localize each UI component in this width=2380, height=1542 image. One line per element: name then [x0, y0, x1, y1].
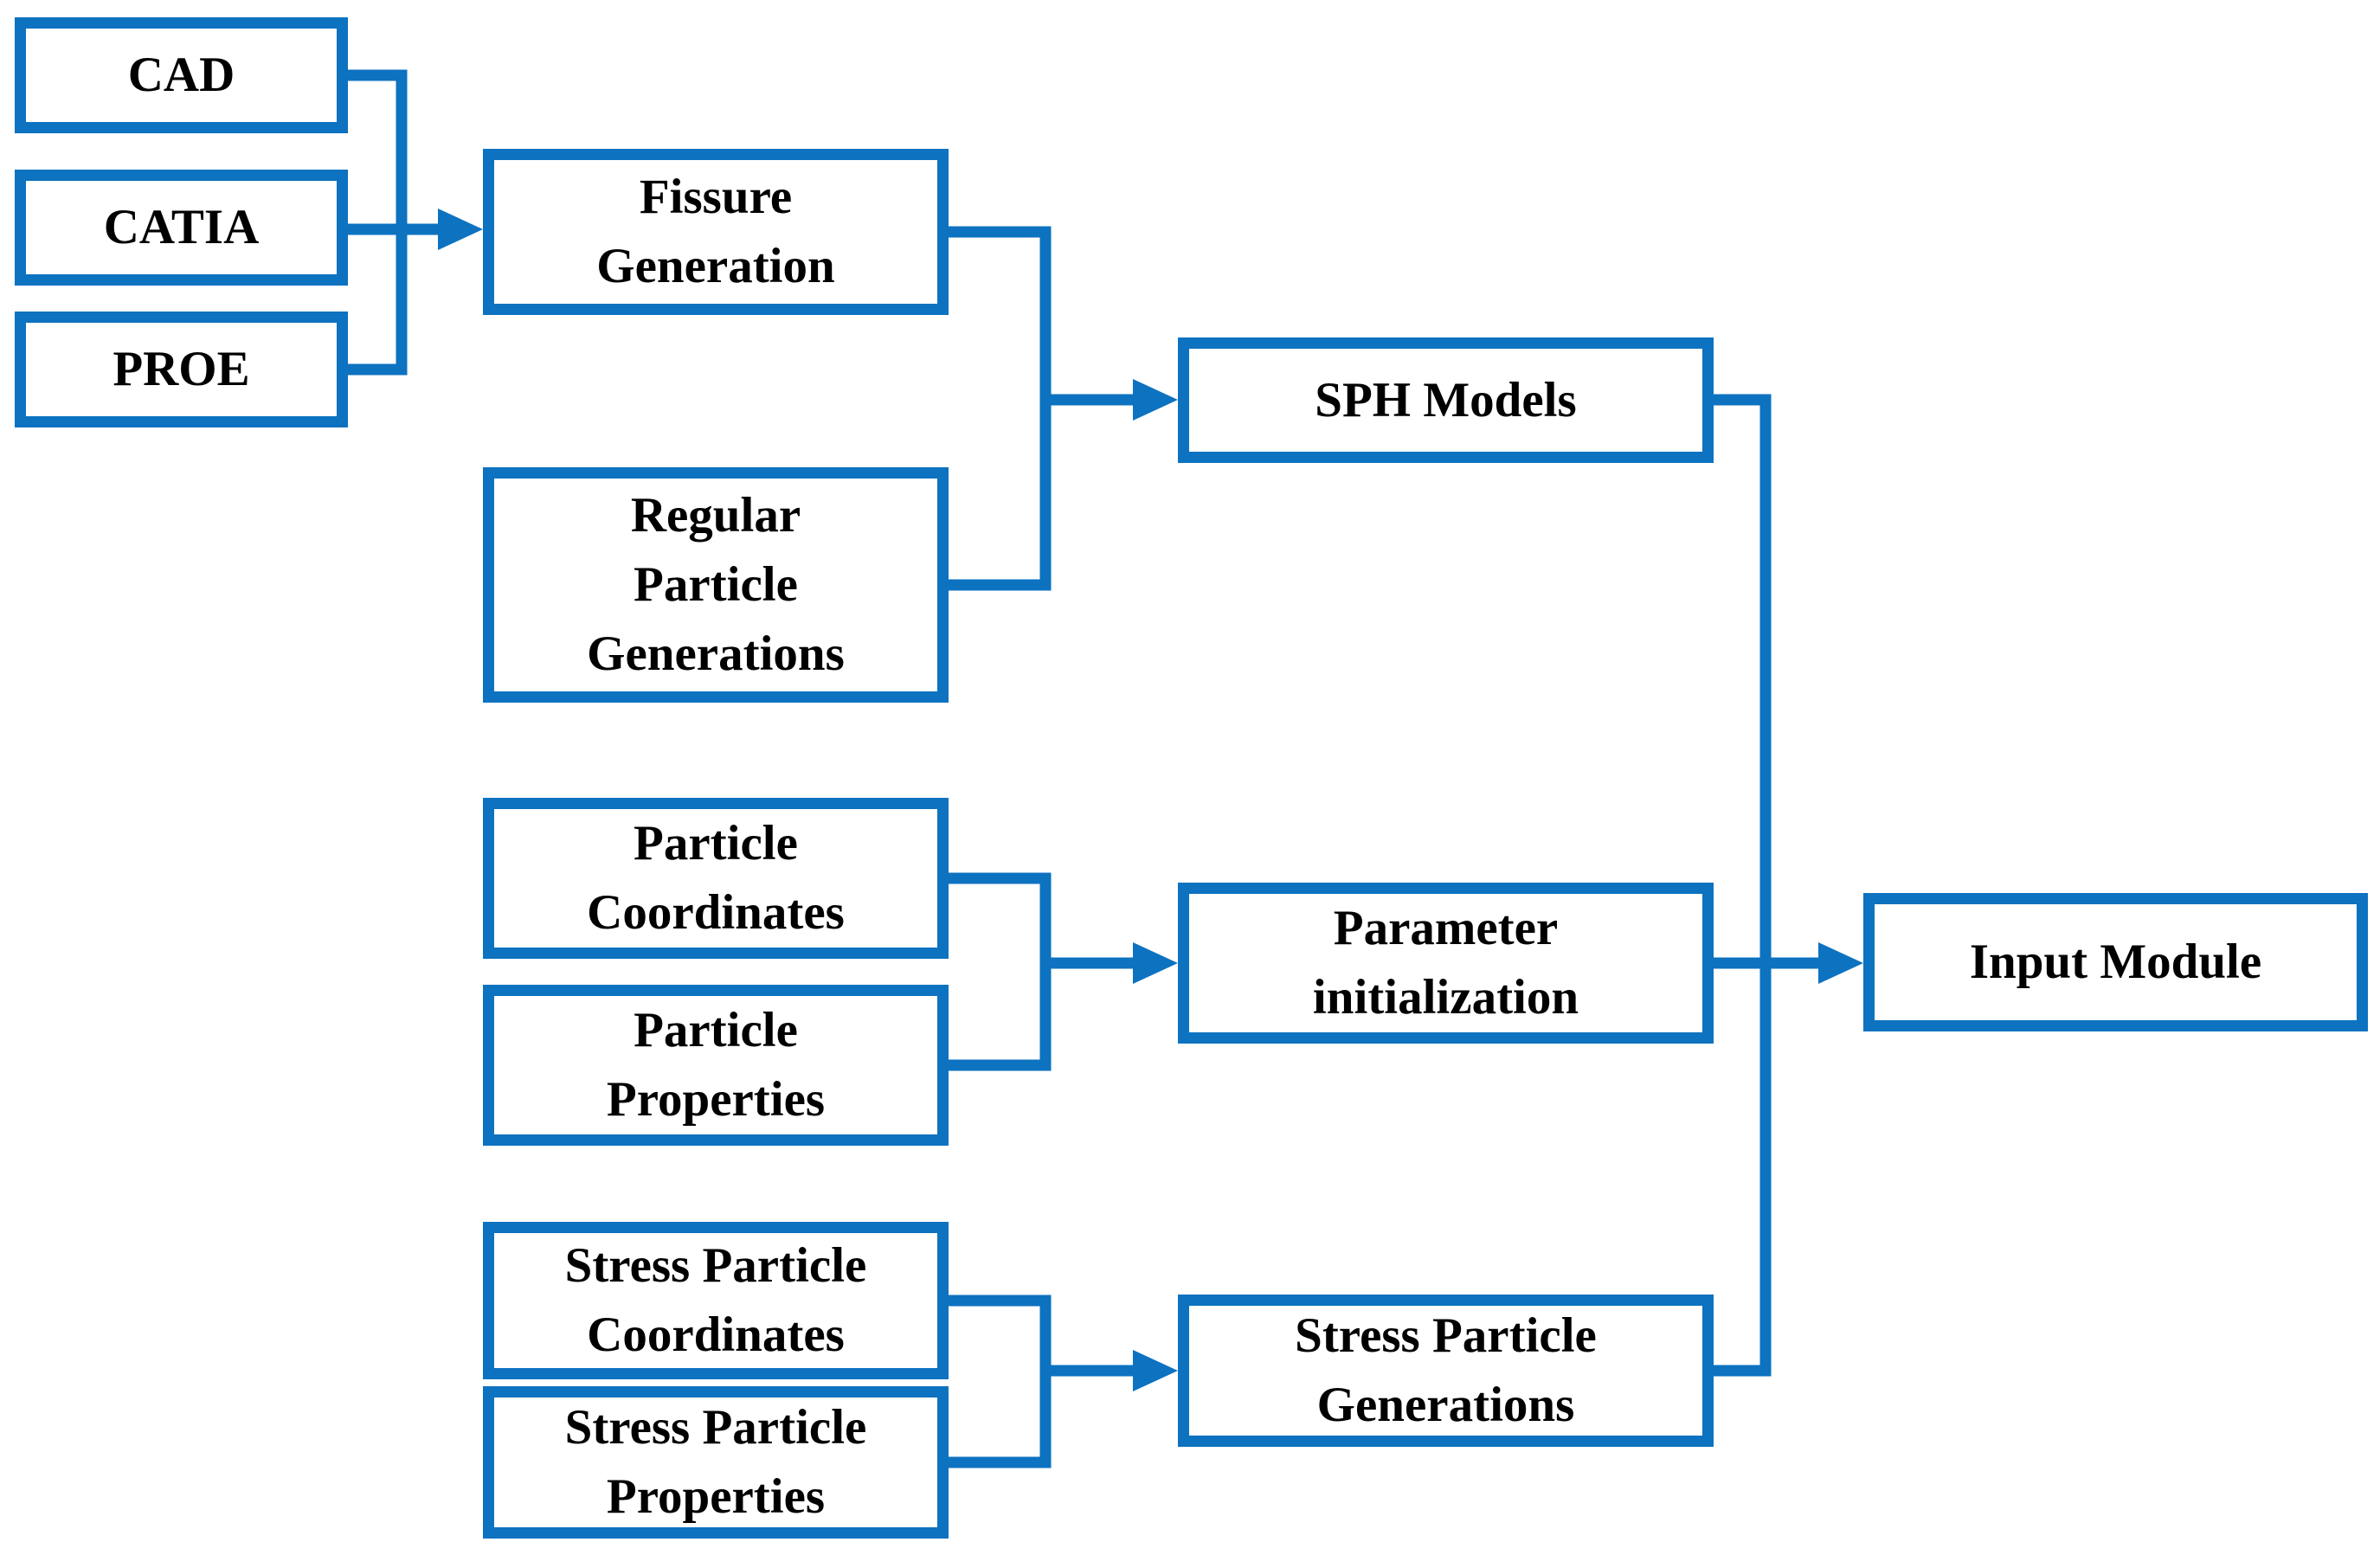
node-particle-properties: Particle Properties	[483, 985, 949, 1146]
node-sph-models-label: SPH Models	[1315, 372, 1577, 427]
edge-cad-proe-bracket	[348, 69, 408, 376]
arrowhead-parameter-initialization	[1133, 942, 1178, 984]
node-stress-particle-coordinates-label: Stress Particle Coordinates	[564, 1238, 867, 1362]
node-particle-coordinates: Particle Coordinates	[483, 798, 949, 959]
node-regular-particle-generations: Regular Particle Generations	[483, 467, 949, 703]
node-stress-particle-properties: Stress Particle Properties	[483, 1386, 949, 1539]
edge-sph-spg-trunk	[1714, 394, 1772, 1377]
node-proe: PROE	[15, 312, 348, 427]
node-cad: CAD	[15, 17, 348, 133]
edge-stress-bracket	[949, 1295, 1052, 1468]
node-particle-properties-label: Particle Properties	[606, 1003, 826, 1127]
node-stress-particle-generations-label: Stress Particle Generations	[1295, 1308, 1597, 1432]
arrowhead-stress-particle-generations	[1133, 1350, 1178, 1391]
node-proe-label: PROE	[113, 342, 250, 397]
node-fissure-generation: Fissure Generation	[483, 149, 949, 315]
node-sph-models: SPH Models	[1178, 337, 1714, 463]
arrowhead-fissure-generation	[438, 209, 483, 250]
node-catia-label: CATIA	[103, 200, 260, 255]
node-catia: CATIA	[15, 170, 348, 286]
arrowhead-sph-models	[1133, 379, 1178, 421]
node-regular-particle-generations-label: Regular Particle Generations	[587, 488, 845, 681]
node-stress-particle-generations: Stress Particle Generations	[1178, 1295, 1714, 1447]
edge-fissure-regular-bracket	[949, 226, 1052, 591]
node-input-module: Input Module	[1863, 893, 2368, 1031]
node-parameter-initialization: Parameter initialization	[1178, 883, 1714, 1044]
node-stress-particle-coordinates: Stress Particle Coordinates	[483, 1222, 949, 1379]
node-parameter-initialization-label: Parameter initialization	[1312, 901, 1579, 1025]
node-cad-label: CAD	[127, 48, 235, 103]
node-stress-particle-properties-label: Stress Particle Properties	[564, 1400, 867, 1524]
node-fissure-generation-label: Fissure Generation	[596, 170, 835, 293]
arrowhead-input-module	[1818, 942, 1863, 984]
node-input-module-label: Input Module	[1969, 935, 2262, 990]
node-particle-coordinates-label: Particle Coordinates	[587, 816, 845, 940]
edge-particle-bracket	[949, 872, 1052, 1071]
